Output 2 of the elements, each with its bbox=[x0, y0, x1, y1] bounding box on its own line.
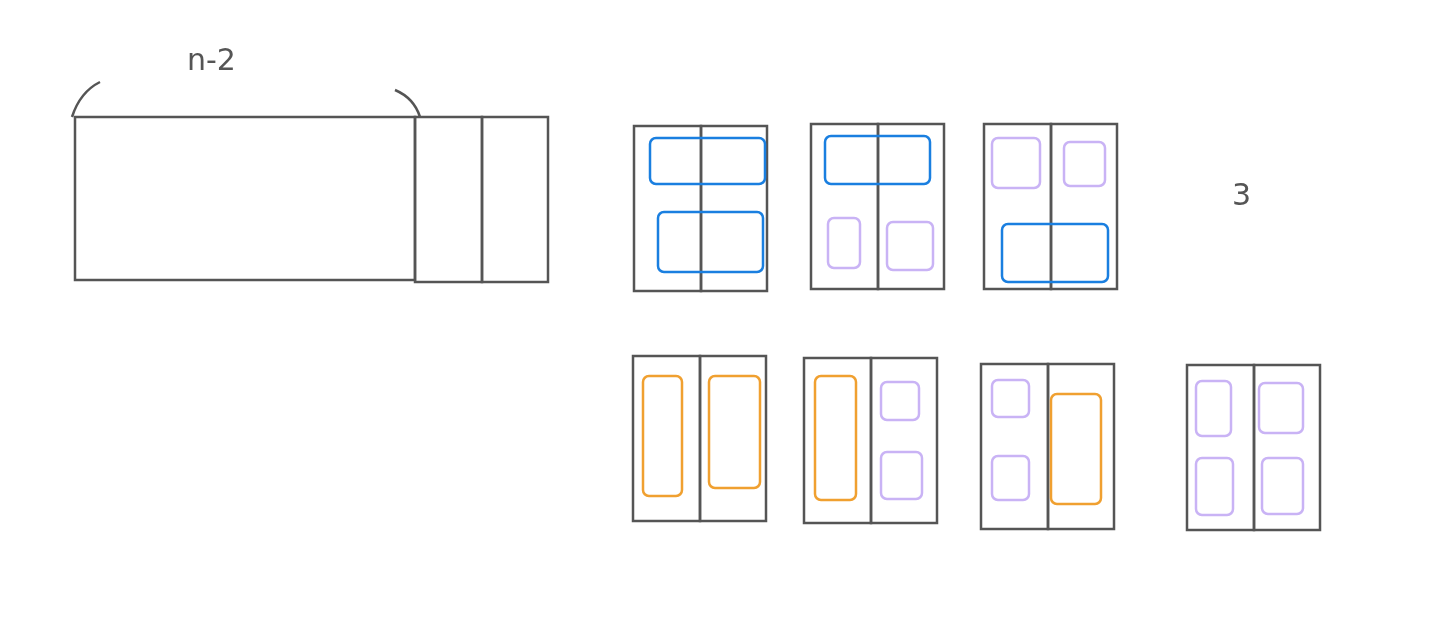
count-label: 3 bbox=[1232, 180, 1252, 210]
dimension-label: n-2 bbox=[187, 45, 236, 75]
